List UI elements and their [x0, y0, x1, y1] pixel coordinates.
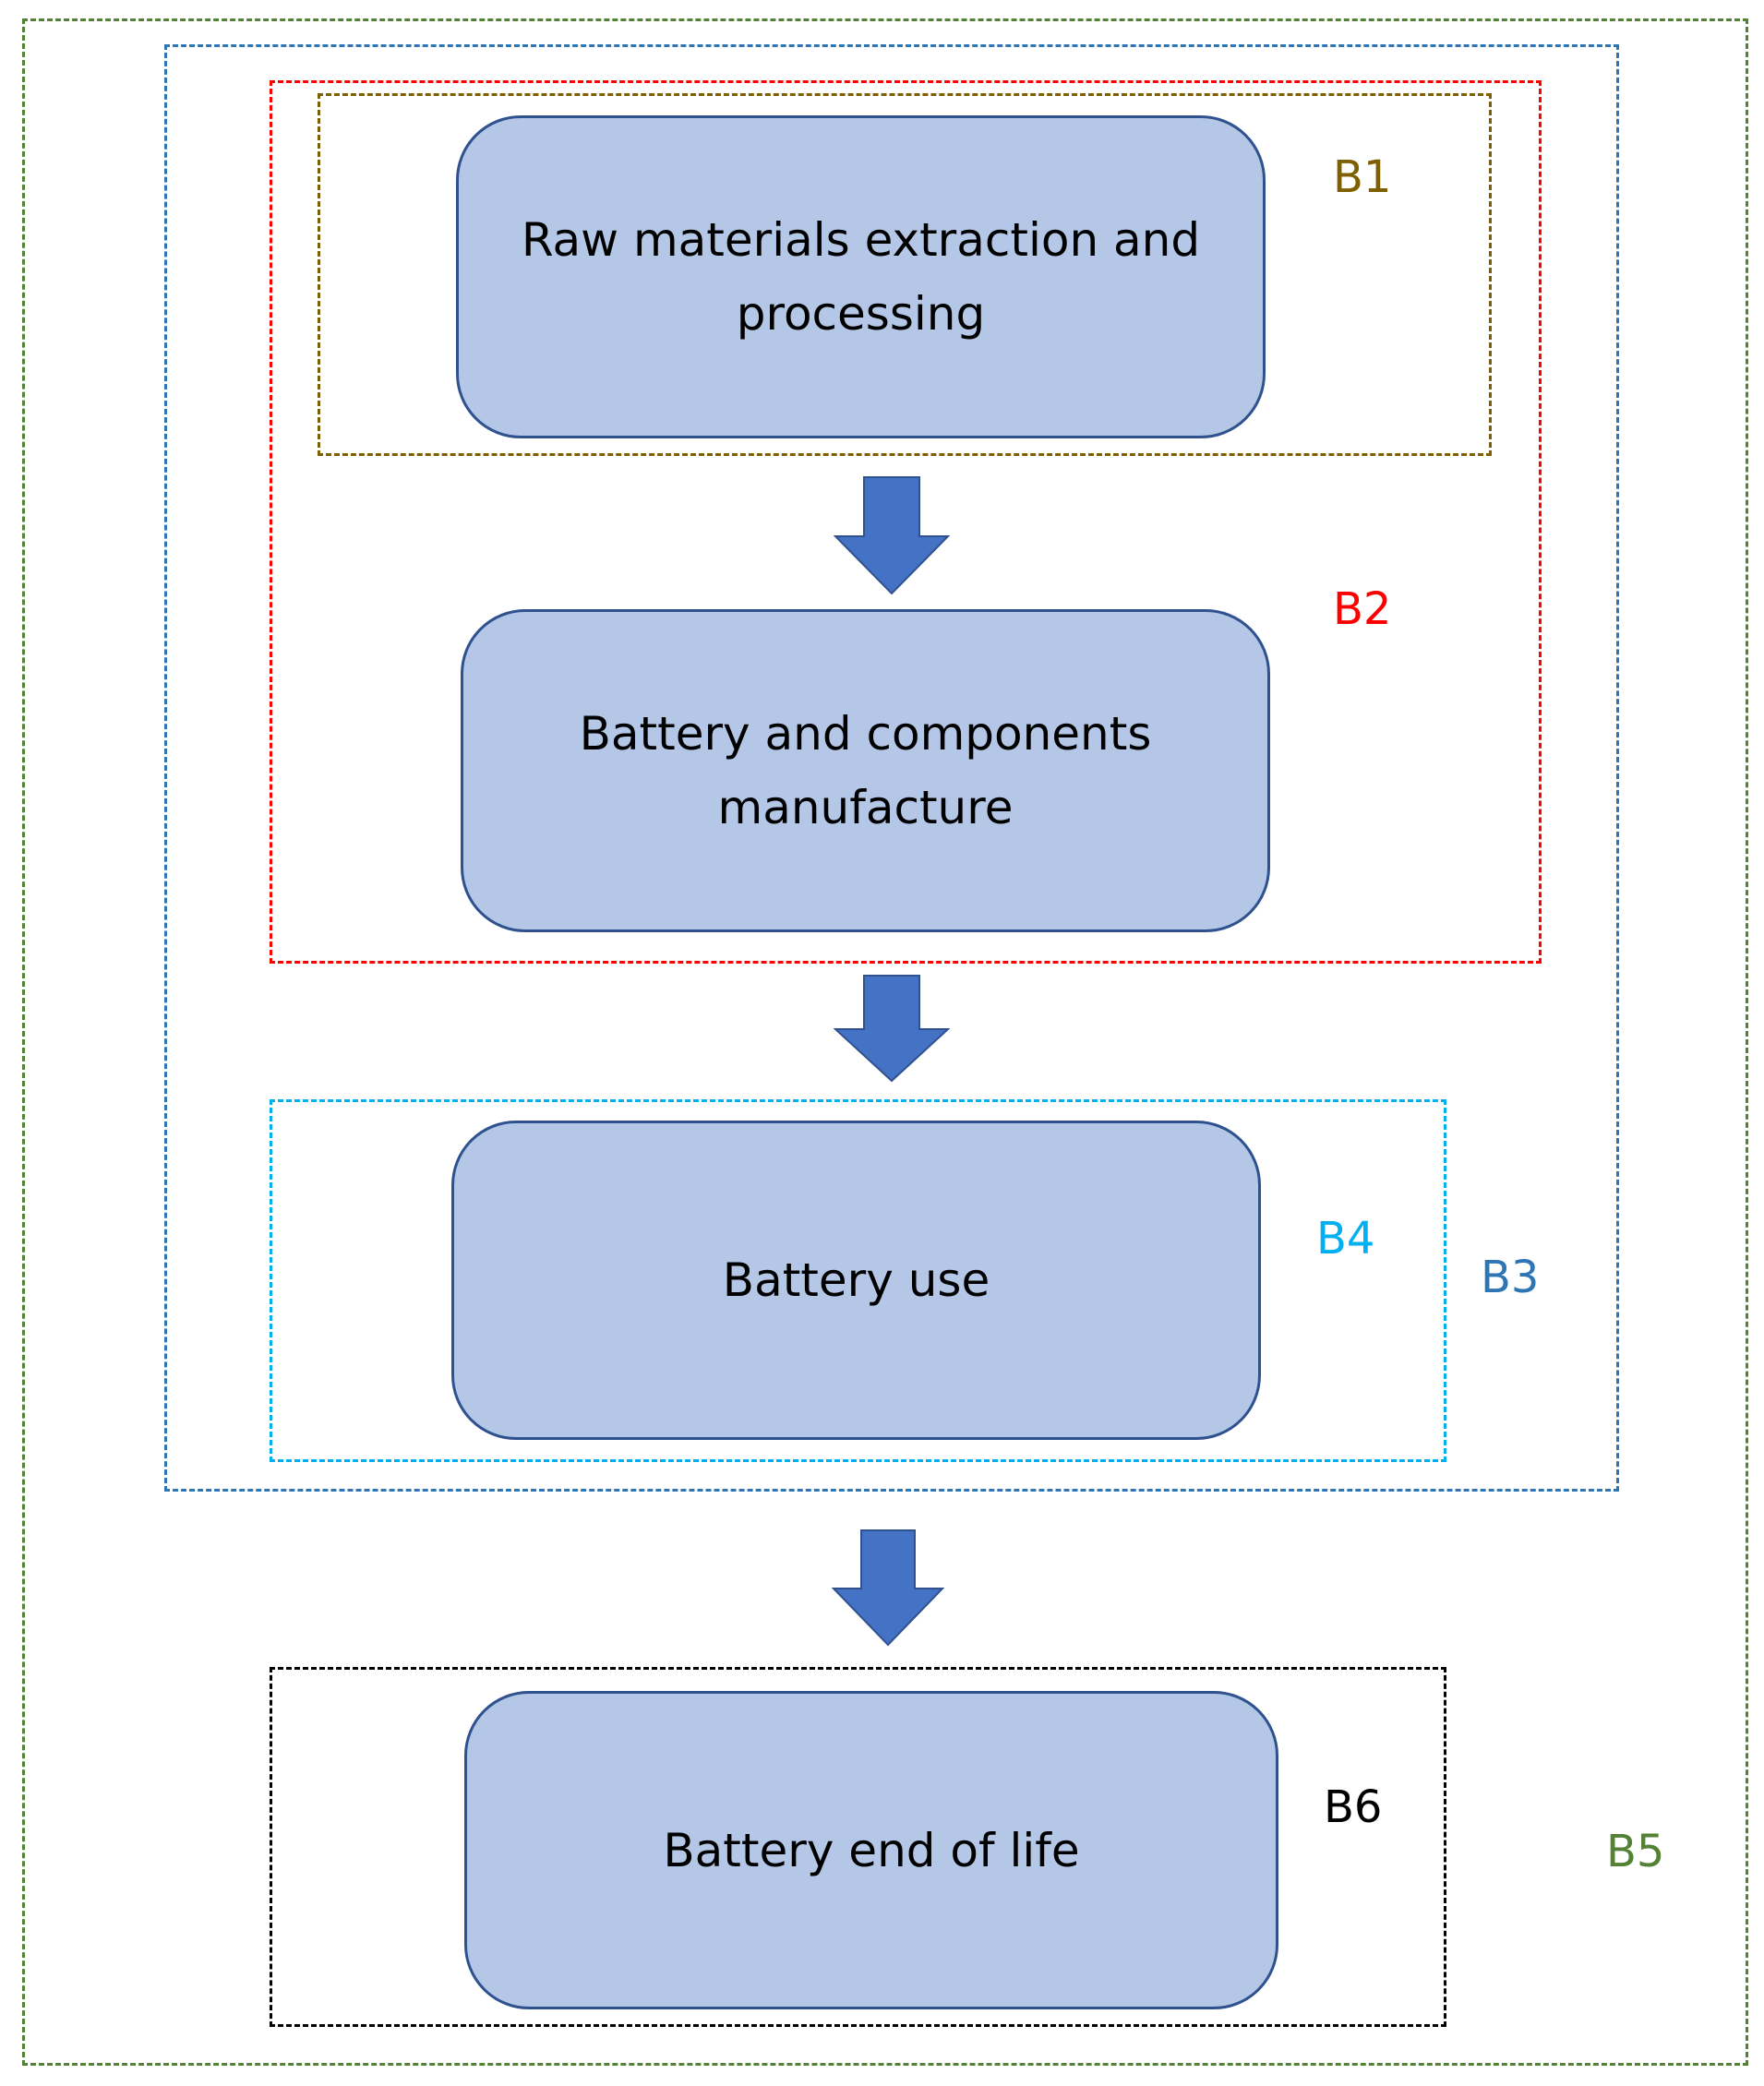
stage-battery-use-label: Battery use: [722, 1253, 990, 1307]
boundary-b6: [270, 1667, 1446, 2027]
label-b4: B4: [1316, 1213, 1375, 1265]
label-b6: B6: [1324, 1781, 1383, 1833]
boundary-b4: [270, 1099, 1446, 1462]
label-b3: B3: [1481, 1252, 1540, 1303]
down-arrow-icon: [834, 975, 950, 1083]
label-b2: B2: [1333, 583, 1392, 635]
boundary-b5: [22, 18, 1748, 2066]
label-b1: B1: [1333, 151, 1392, 203]
boundary-b3: [164, 44, 1619, 1492]
boundary-b2: [270, 80, 1542, 964]
down-arrow-icon: [834, 476, 950, 595]
down-arrow-icon: [832, 1529, 944, 1647]
stage-end-of-life: Battery end of life: [464, 1691, 1278, 2009]
boundary-b1: [318, 93, 1492, 456]
label-b5: B5: [1606, 1826, 1665, 1877]
stage-raw-materials-label: Raw materials extraction and processing: [521, 213, 1201, 341]
stage-manufacture-label: Battery and components manufacture: [579, 707, 1152, 834]
stage-battery-use: Battery use: [451, 1121, 1261, 1440]
stage-end-of-life-label: Battery end of life: [663, 1823, 1080, 1877]
stage-raw-materials: Raw materials extraction and processing: [456, 115, 1266, 438]
stage-manufacture: Battery and components manufacture: [461, 609, 1270, 932]
